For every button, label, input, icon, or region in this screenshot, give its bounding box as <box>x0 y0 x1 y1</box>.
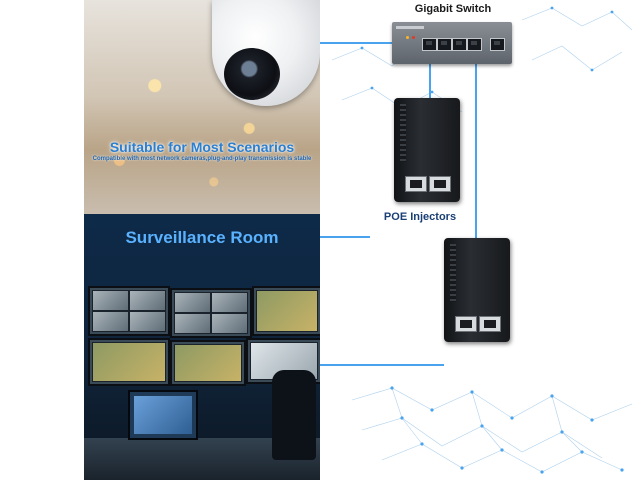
operator-chair <box>272 370 316 460</box>
switch-to-injector-line <box>429 58 431 100</box>
camera-lens-icon <box>224 48 280 100</box>
ethernet-port-icon <box>452 38 467 51</box>
network-mesh-decoration <box>331 6 633 474</box>
mall-scene-subtitle: Compatible with most network cameras,plu… <box>92 156 312 162</box>
wall-map-monitor <box>170 340 246 386</box>
desk-monitor <box>128 390 198 440</box>
ethernet-port-icon <box>467 38 482 51</box>
mall-scene-photo: Suitable for Most Scenarios Compatible w… <box>84 0 320 214</box>
poe-injector <box>444 238 510 342</box>
gigabit-switch <box>392 22 512 64</box>
wall-map-monitor <box>252 286 320 336</box>
status-led-icon <box>412 36 415 39</box>
rj45-port-icon <box>429 176 451 192</box>
wall-map-monitor <box>88 338 170 386</box>
switch-to-injector2-line <box>475 58 477 238</box>
rj45-port-icon <box>405 176 427 192</box>
injector-label: POE Injectors <box>383 211 457 223</box>
surveillance-room-title: Surveillance Room <box>125 228 279 247</box>
switch-to-camera-line <box>320 42 392 44</box>
injector-to-room-line <box>320 236 370 238</box>
power-led-icon <box>406 36 409 39</box>
wall-monitor <box>88 286 170 336</box>
injector2-to-room-line <box>320 364 444 366</box>
switch-label: Gigabit Switch <box>414 3 492 15</box>
surveillance-room-photo: Surveillance Room <box>84 214 320 480</box>
rj45-port-icon <box>455 316 477 332</box>
mall-scene-title: Suitable for Most Scenarios <box>109 139 295 155</box>
wall-monitor <box>170 288 252 338</box>
ethernet-port-icon <box>437 38 452 51</box>
scenario-photo-column: Suitable for Most Scenarios Compatible w… <box>84 0 320 480</box>
uplink-port-icon <box>490 38 505 51</box>
ethernet-port-icon <box>422 38 437 51</box>
rj45-port-icon <box>479 316 501 332</box>
poe-injector <box>394 98 460 202</box>
